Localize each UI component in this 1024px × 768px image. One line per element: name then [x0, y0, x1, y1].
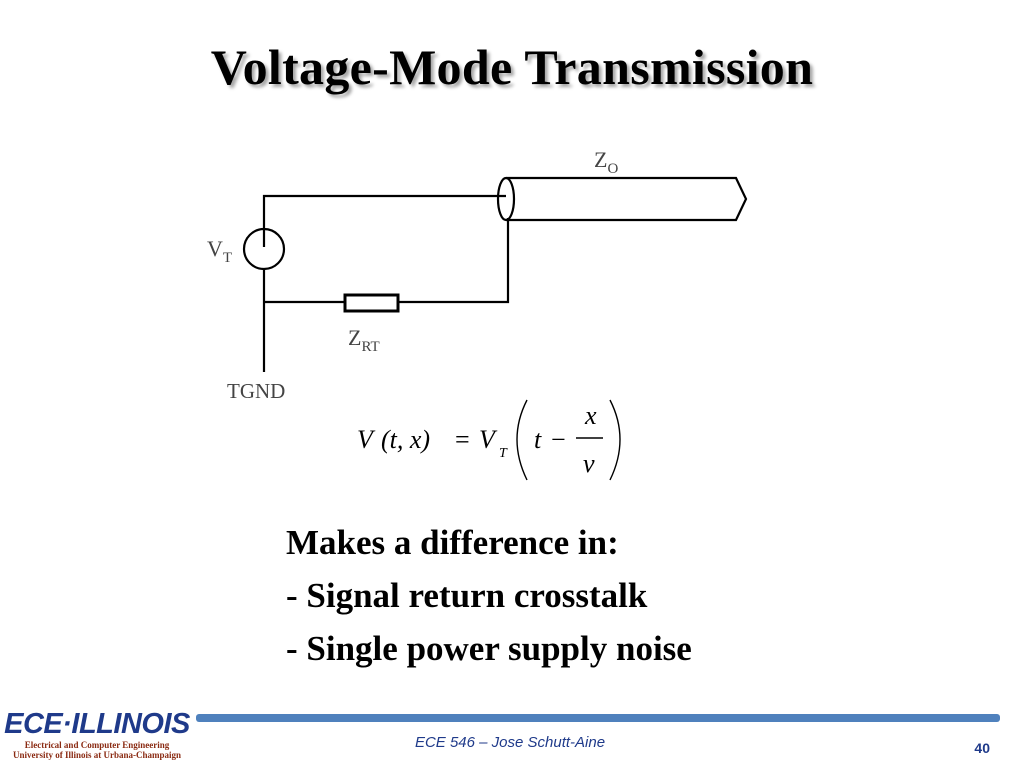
cable-body — [506, 176, 748, 222]
footer-bar — [196, 714, 1000, 722]
eq-rhs-sub: T — [499, 446, 508, 461]
resistor-wire-right — [398, 218, 510, 304]
eq-right-paren — [609, 399, 621, 481]
equation: V (t, x) = V T t − x v — [357, 399, 621, 481]
source-label: VT — [207, 236, 232, 266]
eq-t: t — [534, 425, 542, 454]
logo-subtitle-line1: Electrical and Computer Engineering — [24, 740, 170, 750]
footer-course-text: ECE 546 – Jose Schutt-Aine — [414, 734, 606, 751]
eq-lhs-v: V — [357, 425, 376, 454]
eq-lhs-args: (t, x) — [381, 425, 430, 454]
eq-minus: − — [551, 425, 566, 454]
slide-title: Voltage-Mode Transmission — [210, 39, 814, 95]
eq-den: v — [583, 449, 595, 478]
circuit-diagram: ZO VT ZRT TGND — [207, 147, 748, 403]
ece-illinois-logo: ECE·ILLINOIS Electrical and Computer Eng… — [2, 708, 192, 760]
line-label: ZO — [594, 147, 618, 177]
ground-label: TGND — [227, 379, 285, 403]
logo-subtitle-line2: University of Illinois at Urbana-Champai… — [12, 750, 182, 760]
bullet-item: - Signal return crosstalk — [286, 576, 648, 615]
resistor-icon — [343, 293, 400, 313]
top-wire — [262, 194, 506, 247]
bullet-item: - Single power supply noise — [286, 629, 692, 668]
eq-num: x — [584, 401, 597, 430]
logo-text: ECE·ILLINOIS — [4, 708, 190, 740]
eq-left-paren — [516, 399, 528, 481]
eq-equals: = — [455, 425, 470, 454]
eq-rhs-v: V — [479, 425, 498, 454]
page-number: 40 — [974, 740, 990, 756]
bullet-list: Makes a difference in: - Signal return c… — [286, 516, 692, 675]
resistor-label: ZRT — [348, 325, 380, 355]
bullet-heading: Makes a difference in: — [286, 523, 619, 562]
cable-end-icon — [496, 176, 516, 222]
